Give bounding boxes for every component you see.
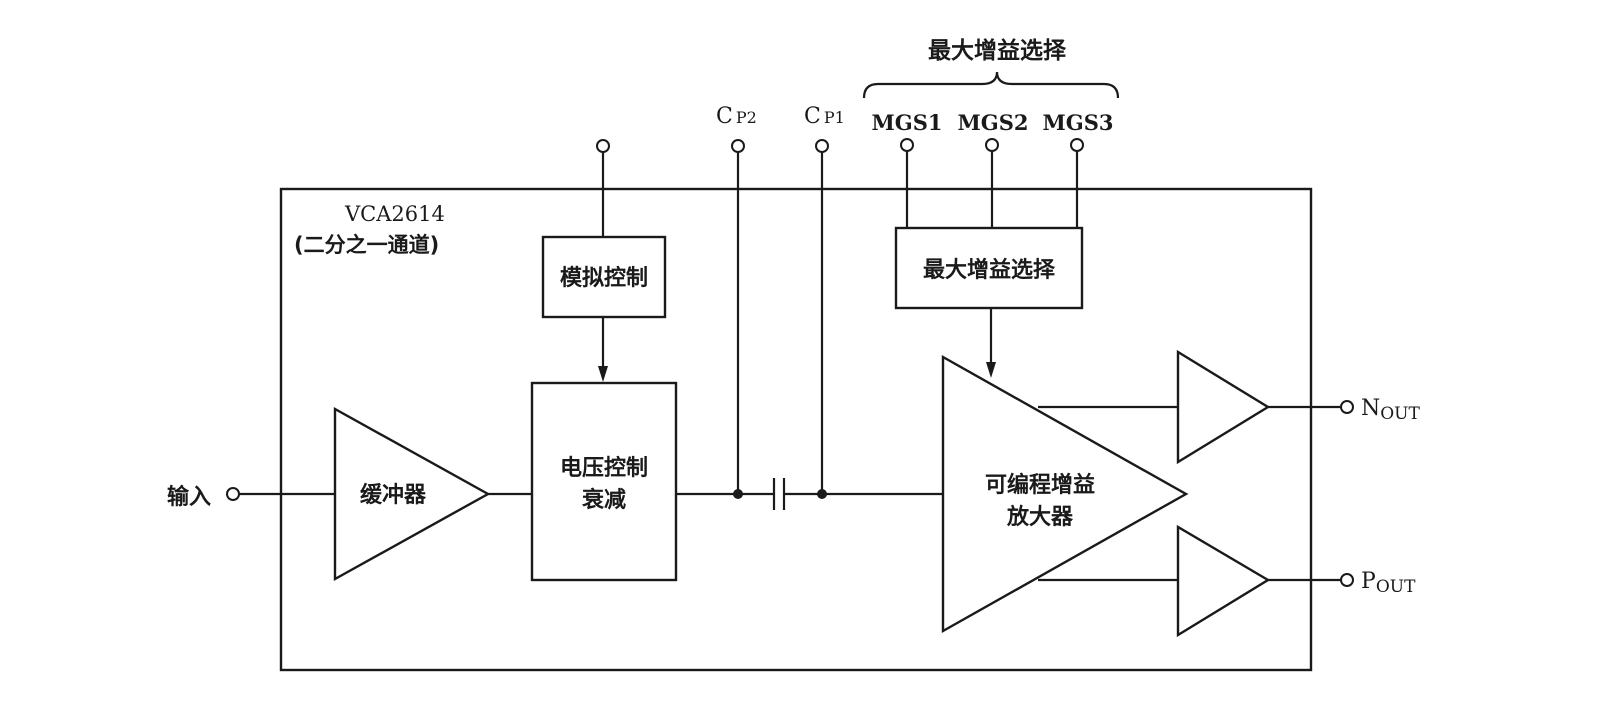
buffer-label: 缓冲器 [360,482,427,508]
max-gain-select-heading: 最大增益选择 [928,37,1067,64]
nout-label: NOUT [1361,396,1421,424]
pin-label-mgs2: MGS2 [958,110,1029,135]
programmable-gain-amplifier [941,354,1189,634]
arrow-down-icon [598,366,608,382]
pga-label-line2: 放大器 [1006,504,1074,530]
attenuator-block [530,381,678,582]
pin-group-brace [862,71,1120,99]
chip-part-number: VCA2614 [344,202,445,226]
pin-label-mgs3: MGS3 [1043,110,1114,135]
analog-control-label: 模拟控制 [560,265,648,291]
cp2-pin [731,139,745,153]
max-gain-select-label: 最大增益选择 [923,257,1056,283]
pga-label-line1: 可编程增益 [985,472,1095,498]
cp2-junction [733,489,743,499]
cp1-pin [815,139,829,153]
mgs2-pin [985,138,999,152]
chip-channel-note: (二分之一通道) [294,233,439,257]
max-gain-select-block [894,226,1084,310]
buffer-amplifier [333,406,491,582]
pin-label-mgs1: MGS1 [872,110,943,135]
attenuator-label-line1: 电压控制 [560,455,648,481]
input-pin [226,487,240,501]
input-label: 输入 [167,484,211,510]
cp1-junction [817,489,827,499]
chip-outline [279,187,1313,672]
pout-buffer-amplifier [1176,524,1271,638]
mgs3-pin [1070,138,1084,152]
arrow-down-icon [986,362,996,378]
mgs1-pin [900,138,914,152]
attenuator-label-line2: 衰减 [581,487,626,513]
pout-label: POUT [1361,569,1416,597]
analog-control-pin [596,139,610,153]
pout-pin [1340,573,1354,587]
nout-buffer-amplifier [1176,349,1271,465]
nout-pin [1340,400,1354,414]
